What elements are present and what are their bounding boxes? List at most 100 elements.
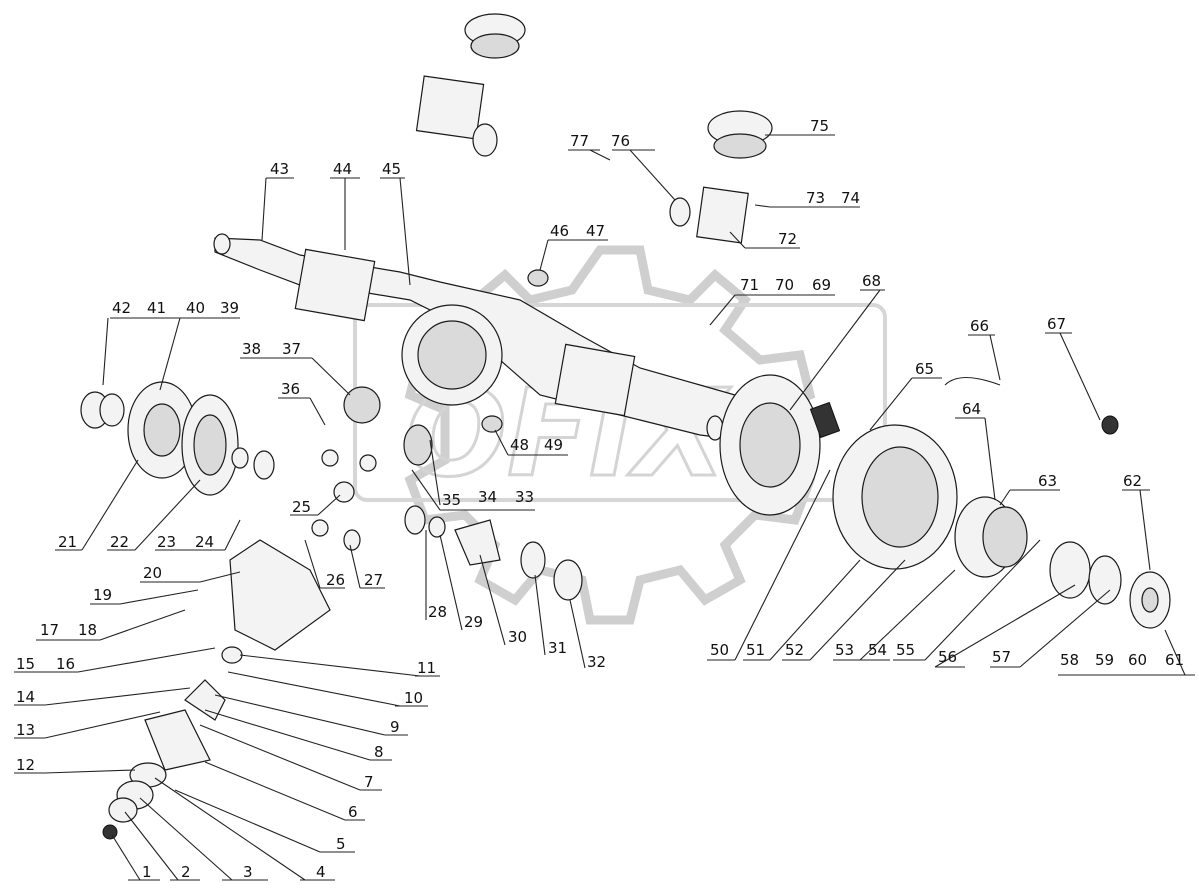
callout-51: 51 <box>743 559 861 661</box>
callout-61: 61 <box>1164 629 1186 676</box>
callout-29: 29 <box>439 534 483 631</box>
callout-62: 62 <box>1122 472 1151 571</box>
callout-57: 57 <box>990 589 1111 668</box>
svg-text:22: 22 <box>110 533 129 551</box>
callout-17: 17 <box>36 609 186 641</box>
callout-40: 40 <box>186 299 205 317</box>
callout-19: 19 <box>90 586 199 605</box>
svg-text:76: 76 <box>611 132 630 150</box>
svg-text:33: 33 <box>515 488 534 506</box>
callout-66: 66 <box>968 317 1001 381</box>
callout-16: 16 <box>56 655 75 673</box>
svg-text:18: 18 <box>78 621 97 639</box>
brake-chambers <box>415 13 773 244</box>
svg-text:9: 9 <box>390 718 400 736</box>
svg-text:37: 37 <box>282 340 301 358</box>
callout-42: 42 <box>102 299 131 386</box>
svg-text:21: 21 <box>58 533 77 551</box>
svg-text:69: 69 <box>812 276 831 294</box>
callout-10: 10 <box>227 671 428 707</box>
callout-68: 68 <box>789 272 885 411</box>
svg-text:27: 27 <box>364 571 383 589</box>
callout-70: 70 <box>775 276 794 294</box>
svg-text:67: 67 <box>1047 315 1066 333</box>
svg-text:7: 7 <box>364 773 374 791</box>
svg-text:23: 23 <box>157 533 176 551</box>
callout-65: 65 <box>869 360 942 431</box>
callout-47: 47 <box>586 222 605 240</box>
svg-text:16: 16 <box>56 655 75 673</box>
svg-text:39: 39 <box>220 299 239 317</box>
callout-3: 3 <box>139 797 268 881</box>
callout-44: 44 <box>330 160 360 250</box>
callout-4: 4 <box>154 777 335 881</box>
svg-text:35: 35 <box>442 491 461 509</box>
callout-69: 69 <box>709 276 835 326</box>
svg-text:6: 6 <box>348 803 358 821</box>
svg-text:75: 75 <box>810 117 829 135</box>
callout-8: 8 <box>204 709 392 761</box>
svg-text:28: 28 <box>428 603 447 621</box>
callout-1: 1 <box>111 834 160 881</box>
callout-23: 23 <box>155 519 241 551</box>
svg-text:14: 14 <box>16 688 35 706</box>
svg-text:10: 10 <box>404 689 423 707</box>
callout-21: 21 <box>55 459 139 551</box>
svg-text:4: 4 <box>316 863 326 881</box>
svg-text:52: 52 <box>785 641 804 659</box>
svg-text:57: 57 <box>992 648 1011 666</box>
svg-text:5: 5 <box>336 835 346 853</box>
callout-50: 50 <box>707 469 831 661</box>
callout-77: 77 <box>568 132 611 161</box>
svg-text:17: 17 <box>40 621 59 639</box>
callouts: 1 2 3 4 5 6 7 8 <box>14 117 1195 881</box>
svg-text:74: 74 <box>841 189 860 207</box>
svg-text:47: 47 <box>586 222 605 240</box>
svg-text:60: 60 <box>1128 651 1147 669</box>
svg-text:50: 50 <box>710 641 729 659</box>
svg-text:72: 72 <box>778 230 797 248</box>
callout-24: 24 <box>195 533 214 551</box>
svg-text:66: 66 <box>970 317 989 335</box>
differential-assembly <box>80 381 583 840</box>
callout-35: 35 <box>429 439 461 509</box>
callout-26: 26 <box>304 539 345 589</box>
svg-text:59: 59 <box>1095 651 1114 669</box>
svg-text:15: 15 <box>16 655 35 673</box>
svg-text:32: 32 <box>587 653 606 671</box>
svg-text:42: 42 <box>112 299 131 317</box>
callout-25: 25 <box>290 494 341 516</box>
callout-11: 11 <box>239 654 440 677</box>
svg-text:25: 25 <box>292 498 311 516</box>
callout-52: 52 <box>782 559 906 661</box>
callout-53: 53 <box>833 569 956 661</box>
svg-text:30: 30 <box>508 628 527 646</box>
svg-text:56: 56 <box>938 648 957 666</box>
svg-text:63: 63 <box>1038 472 1057 490</box>
svg-text:70: 70 <box>775 276 794 294</box>
callout-2: 2 <box>124 811 200 881</box>
svg-text:1: 1 <box>142 863 152 881</box>
svg-text:36: 36 <box>281 380 300 398</box>
callout-63: 63 <box>999 472 1060 506</box>
svg-text:46: 46 <box>550 222 569 240</box>
svg-text:64: 64 <box>962 400 981 418</box>
svg-text:71: 71 <box>740 276 759 294</box>
callout-31: 31 <box>534 574 567 657</box>
callout-38: 38 <box>242 340 261 358</box>
svg-text:73: 73 <box>806 189 825 207</box>
svg-text:12: 12 <box>16 756 35 774</box>
callout-41: 41 <box>147 299 166 317</box>
svg-text:68: 68 <box>862 272 881 290</box>
callout-36: 36 <box>278 380 326 426</box>
svg-text:65: 65 <box>915 360 934 378</box>
callout-39: 39 <box>110 299 240 391</box>
callout-67: 67 <box>1045 315 1101 421</box>
callout-9: 9 <box>214 694 408 736</box>
svg-text:8: 8 <box>374 743 384 761</box>
svg-text:58: 58 <box>1060 651 1079 669</box>
callout-7: 7 <box>199 724 382 791</box>
callout-28: 28 <box>425 530 447 621</box>
svg-text:26: 26 <box>326 571 345 589</box>
